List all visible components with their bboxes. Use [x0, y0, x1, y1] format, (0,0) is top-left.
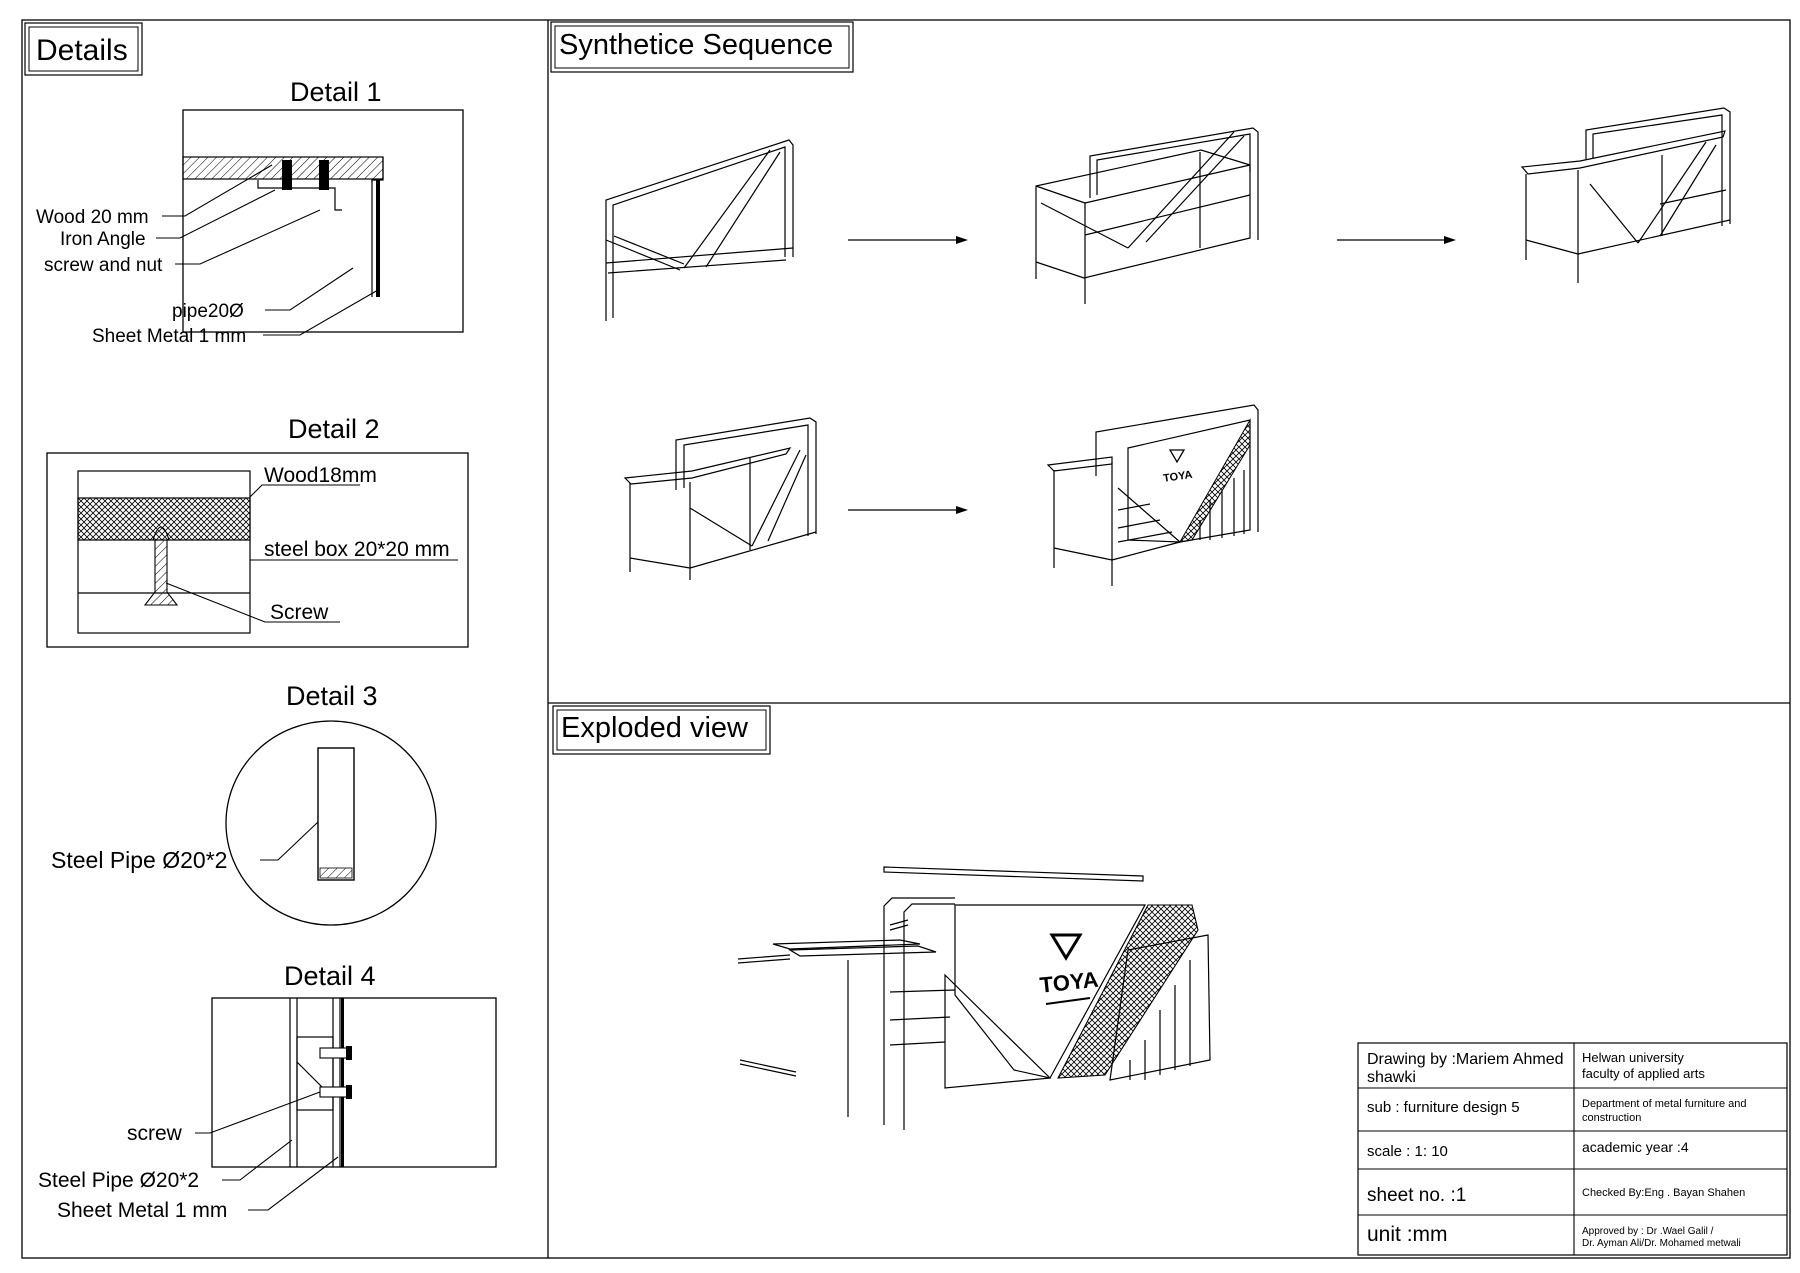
- logo-mark: [1049, 933, 1083, 961]
- synthetic-title: Synthetice Sequence: [559, 29, 833, 61]
- screw-a: [319, 1047, 348, 1059]
- sequence-arrow-2: [1337, 236, 1456, 244]
- synthetic-header: Synthetice Sequence: [550, 21, 854, 73]
- sequence-step-2: [1035, 127, 1259, 304]
- tb-department: Department of metal furniture and: [1582, 1098, 1746, 1110]
- lower-shelf-b: [787, 945, 937, 957]
- sheet-metal-4: [341, 998, 344, 1167]
- detail-4-label-pipe: Steel Pipe Ø20*2: [38, 1169, 199, 1192]
- screw-1: [282, 160, 292, 190]
- detail-4-label-screw: screw: [127, 1122, 183, 1145]
- tb-scale: scale : 1: 10: [1367, 1143, 1448, 1160]
- sheet-metal: [376, 180, 380, 297]
- detail-4: Detail 4 screw Steel Pipe Ø20*2 Sheet Me…: [38, 961, 497, 1222]
- exploded-header: Exploded view: [552, 705, 771, 755]
- sequence-step-5: TOYA: [1046, 404, 1259, 586]
- exploded-drawing: TOYA: [737, 866, 1211, 1130]
- tb-unit: unit :mm: [1367, 1223, 1448, 1246]
- detail-4-title: Detail 4: [284, 961, 376, 991]
- detail-2-title: Detail 2: [288, 414, 380, 444]
- details-header: Details: [24, 22, 143, 76]
- sequence-arrow-1: [848, 236, 968, 244]
- detail-1-label-sheet: Sheet Metal 1 mm: [92, 326, 246, 347]
- sequence-step-1: [605, 139, 794, 321]
- tb-subject: sub : furniture design 5: [1367, 1099, 1520, 1116]
- front-panel: [954, 904, 1147, 1079]
- top-shelf: [883, 866, 1144, 882]
- countersunk-screw: [143, 539, 179, 606]
- tb-approved-by: Approved by : Dr .Wael Galil /: [1582, 1226, 1714, 1237]
- logo-text: TOYA: [1039, 967, 1100, 998]
- tb-sheet-no: sheet no. :1: [1367, 1185, 1466, 1206]
- tb-university: Helwan university: [1582, 1050, 1684, 1065]
- tb-department-2: construction: [1582, 1112, 1641, 1124]
- wood-board-18: [77, 497, 251, 541]
- detail-4-label-sheet: Sheet Metal 1 mm: [57, 1199, 227, 1222]
- detail-2: Detail 2 Wood18mm steel box 20*20 mm Scr…: [46, 414, 469, 648]
- steel-pipe-section: [317, 747, 355, 881]
- tb-checked-by: Checked By:Eng . Bayan Shahen: [1582, 1187, 1745, 1199]
- detail-1-label-screw-nut: screw and nut: [44, 255, 163, 276]
- tb-drawing-by-2: shawki: [1367, 1069, 1416, 1086]
- sequence-step-3: [1520, 107, 1731, 283]
- lower-shelf-a: [772, 939, 921, 950]
- detail-3-label-pipe: Steel Pipe Ø20*2: [51, 847, 227, 873]
- details-title: Details: [36, 34, 128, 67]
- detail-1-title: Detail 1: [290, 77, 382, 107]
- detail-2-label-wood: Wood18mm: [264, 464, 377, 487]
- screw-2: [319, 160, 329, 190]
- detail-1-label-iron-angle: Iron Angle: [60, 229, 146, 250]
- title-block: Drawing by :Mariem Ahmed shawki Helwan u…: [1357, 1042, 1788, 1256]
- exploded-title: Exploded view: [561, 712, 749, 744]
- tb-approved-by-2: Dr. Ayman Ali/Dr. Mohamed metwali: [1582, 1238, 1741, 1249]
- sheet-frame: [21, 19, 1791, 1259]
- detail-3: Detail 3 Steel Pipe Ø20*2: [51, 681, 437, 926]
- detail-1-label-wood: Wood 20 mm: [36, 207, 149, 228]
- iron-angle: [257, 180, 342, 211]
- screw-b: [319, 1086, 348, 1098]
- tb-academic-year: academic year :4: [1582, 1139, 1689, 1155]
- logo-mark-small: [1168, 449, 1186, 464]
- perforated-strip: [1057, 904, 1199, 1079]
- tb-faculty: faculty of applied arts: [1582, 1066, 1705, 1081]
- detail-1-frame: [182, 109, 464, 333]
- detail-2-label-screw: Screw: [270, 601, 329, 624]
- sequence-arrow-3: [848, 506, 968, 514]
- detail-1-label-pipe: pipe20Ø: [172, 301, 244, 322]
- detail-2-label-steel-box: steel box 20*20 mm: [264, 538, 450, 561]
- triangle-panel: [944, 973, 1052, 1089]
- sequence-step-4: [623, 417, 817, 580]
- detail-1: Detail 1 Wood 20 mm Iron Angle screw and…: [36, 77, 464, 347]
- detail-3-title: Detail 3: [286, 681, 378, 711]
- tb-drawing-by: Drawing by :Mariem Ahmed: [1367, 1051, 1564, 1068]
- logo-text-small: TOYA: [1162, 469, 1193, 485]
